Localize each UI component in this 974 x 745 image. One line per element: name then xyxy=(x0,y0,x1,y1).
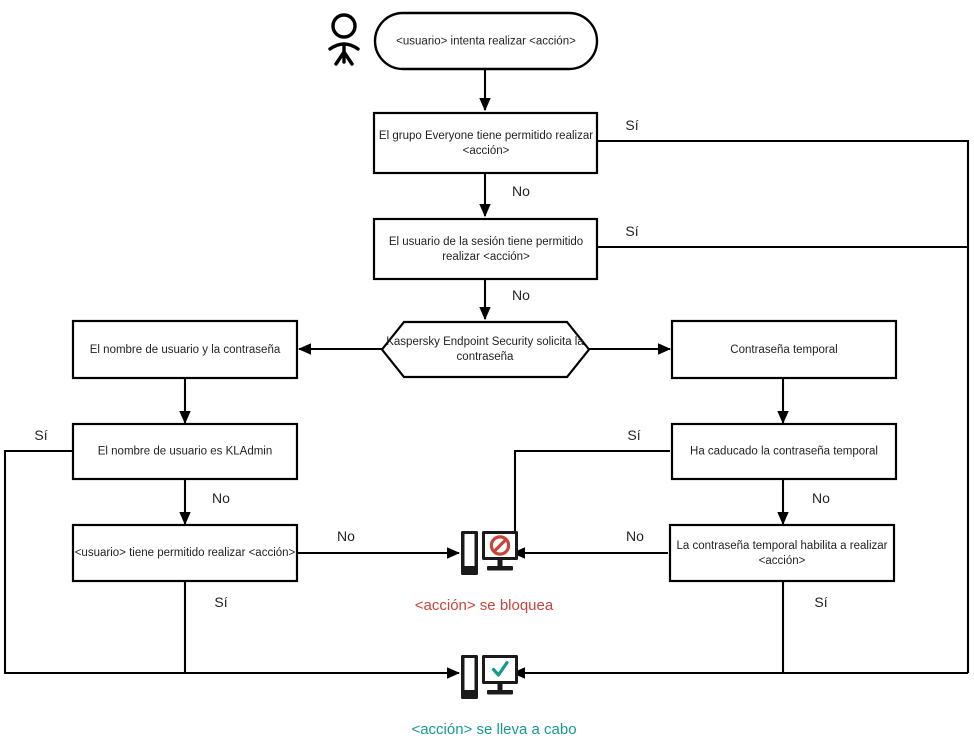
node-session-line-2: realizar <acción> xyxy=(442,251,530,263)
edge-label-tempenables-yes: Sí xyxy=(814,594,827,610)
node-everyone-line-1: El grupo Everyone tiene permitido realiz… xyxy=(379,130,593,142)
node-session-user-permission[interactable]: El usuario de la sesión tiene permitido … xyxy=(372,217,599,281)
edge-everyone-yes xyxy=(597,139,970,673)
node-everyone-permission[interactable]: El grupo Everyone tiene permitido realiz… xyxy=(372,111,599,175)
node-temp-enables-line-2: <acción> xyxy=(759,555,806,567)
node-kladmin-line-1: El nombre de usuario es KLAdmin xyxy=(98,446,273,458)
node-kes-prompt-line-1: Kaspersky Endpoint Security solicita la xyxy=(386,336,584,348)
node-temporary-password[interactable]: Contraseña temporal xyxy=(670,319,898,380)
node-user-allowed-line-1: <usuario> tiene permitido realizar <acci… xyxy=(75,547,296,559)
node-user-allowed-action[interactable]: <usuario> tiene permitido realizar <acci… xyxy=(71,523,299,583)
node-username-and-password[interactable]: El nombre de usuario y la contraseña xyxy=(71,319,299,380)
edge-label-everyone-no: No xyxy=(512,183,530,199)
node-kes-prompt-line-2: contraseña xyxy=(457,351,515,363)
edge-label-tempenables-no: No xyxy=(626,528,644,544)
node-start-line-1: <usuario> intenta realizar <acción> xyxy=(396,36,576,48)
edge-label-kladmin-yes: Sí xyxy=(34,427,47,443)
node-is-kladmin[interactable]: El nombre de usuario es KLAdmin xyxy=(71,422,299,481)
node-start[interactable]: <usuario> intenta realizar <acción> xyxy=(373,11,599,71)
node-session-line-1: El usuario de la sesión tiene permitido xyxy=(389,236,583,248)
node-kes-password-prompt[interactable]: Kaspersky Endpoint Security solicita la … xyxy=(380,320,591,379)
edge-label-expired-yes: Sí xyxy=(627,427,640,443)
edge-label-userallowed-yes: Sí xyxy=(214,594,227,610)
edge-label-everyone-yes: Sí xyxy=(625,117,638,133)
node-temp-expired-line-1: Ha caducado la contraseña temporal xyxy=(690,446,878,458)
node-credentials-line-1: El nombre de usuario y la contraseña xyxy=(90,344,281,356)
caption-action-allowed: <acción> se lleva a cabo xyxy=(411,721,576,738)
node-everyone-line-2: <acción> xyxy=(463,145,510,157)
computer-allowed-icon xyxy=(461,655,518,699)
node-temp-enables-line-1: La contraseña temporal habilita a realiz… xyxy=(677,540,888,552)
edge-kladmin-yes xyxy=(3,449,185,675)
edge-label-session-yes: Sí xyxy=(625,223,638,239)
node-temp-password-line-1: Contraseña temporal xyxy=(730,344,837,356)
node-temp-password-expired[interactable]: Ha caducado la contraseña temporal xyxy=(670,422,898,481)
edge-expired-yes xyxy=(513,449,670,553)
edge-label-userallowed-no: No xyxy=(337,528,355,544)
edge-label-expired-no: No xyxy=(812,490,830,506)
edge-label-kladmin-no: No xyxy=(212,490,230,506)
node-temp-password-enables-action[interactable]: La contraseña temporal habilita a realiz… xyxy=(668,523,896,583)
caption-action-blocked: <acción> se bloquea xyxy=(415,597,554,614)
person-icon xyxy=(328,13,360,66)
edge-label-session-no: No xyxy=(512,287,530,303)
computer-blocked-icon xyxy=(461,531,518,575)
